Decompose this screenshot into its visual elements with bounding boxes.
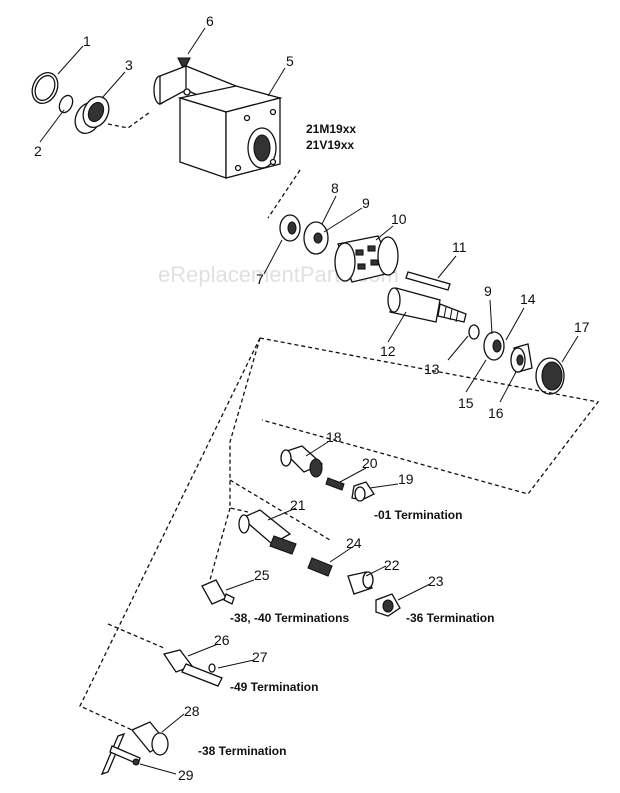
part-22-sleeve [347,571,374,595]
callout-14: 14 [520,291,536,307]
callout-12: 12 [380,343,396,359]
callout-21: 21 [290,497,306,513]
part-29-chuck-key [100,732,141,776]
callout-13: 13 [424,361,440,377]
callout-23: 23 [428,573,444,589]
callout-10: 10 [391,211,407,227]
part-19-nut [351,481,375,502]
part-8-end-plate [303,221,329,255]
callout-numbers: 1 2 3 5 6 7 8 9 10 11 12 13 9 14 15 16 1… [34,13,590,783]
part-9-end-plate-front [483,331,505,361]
axis-line-housing [267,169,301,219]
callout-15: 15 [458,395,474,411]
callout-5: 5 [286,53,294,69]
part-27-o-ring [208,663,216,673]
label-termination-38: -38 Termination [198,744,286,758]
callout-22: 22 [384,557,400,573]
callout-2: 2 [34,143,42,159]
part-11-vane [405,271,451,291]
axis-line-collet [229,479,331,541]
part-2-o-ring [58,94,74,114]
label-termination-01: -01 Termination [374,508,462,522]
axis-line-termination-38-40 [209,507,231,581]
callout-20: 20 [362,455,378,471]
callout-6: 6 [206,13,214,29]
part-10-cylinder [334,235,399,283]
part-20-collet [325,477,345,491]
callout-9-rear: 9 [362,195,370,211]
part-23-nut [375,593,401,617]
axis-line-main [229,337,261,513]
part-7-bearing [279,214,301,242]
leader-lines [39,27,579,775]
label-termination-36: -36 Termination [406,611,494,625]
callout-29: 29 [178,767,194,783]
axis-line-termination-49 [107,623,165,649]
callout-19: 19 [398,471,414,487]
model-number-1: 21M19xx [306,122,356,136]
part-18-adapter [280,445,324,478]
part-26-adapter [162,649,223,687]
axis-line-bearing [107,111,151,129]
callout-9-front: 9 [484,283,492,299]
callout-16: 16 [488,405,504,421]
part-17-collet-nut [535,357,565,395]
text-labels: 21M19xx 21V19xx -01 Termination -38, -40… [198,122,494,758]
callout-7: 7 [256,271,264,287]
callout-8: 8 [331,180,339,196]
callout-26: 26 [214,632,230,648]
part-1-retaining-ring [31,71,59,105]
part-12-rotor [387,287,467,323]
axis-line-termination-38 [79,337,261,731]
part-3-bearing [74,95,110,135]
callout-17: 17 [574,319,590,335]
part-24-collet [307,557,333,577]
callout-28: 28 [184,703,200,719]
part-25-adapter [201,579,235,605]
model-number-2: 21V19xx [306,138,354,152]
part-5-housing [153,65,283,179]
callout-25: 25 [254,567,270,583]
axis-line-termination-01 [259,337,600,495]
label-termination-38-40: -38, -40 Terminations [230,611,349,625]
part-13-washer [468,324,480,340]
part-21-spindle [238,509,297,555]
callout-18: 18 [326,429,342,445]
callout-27: 27 [252,649,268,665]
callout-11: 11 [452,239,467,255]
label-termination-49: -49 Termination [230,680,318,694]
callout-1: 1 [83,33,91,49]
callout-24: 24 [346,535,362,551]
part-28-chuck [130,721,169,756]
part-16-bearing [510,343,533,373]
part-6-fitting [177,57,191,67]
callout-3: 3 [125,57,133,73]
